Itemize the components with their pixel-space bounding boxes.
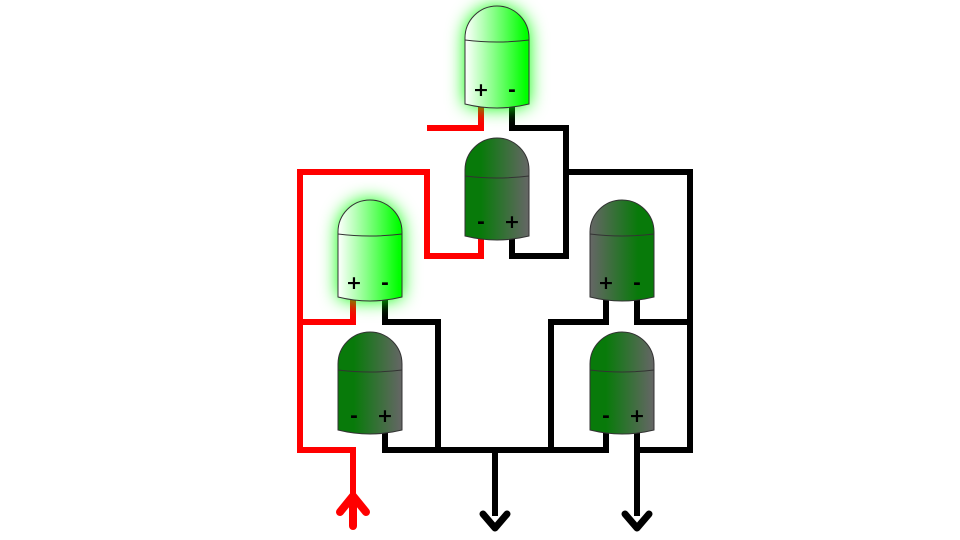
led-right-lower: -+ — [589, 331, 655, 435]
wire-top-branch — [427, 104, 484, 131]
led-body — [464, 137, 530, 241]
led-lens-line — [589, 369, 655, 373]
wire-right-lower-plus — [634, 322, 693, 453]
ground-arrow-right — [621, 510, 653, 532]
ground-arrow-center — [479, 510, 511, 532]
led-lens-line — [337, 233, 403, 237]
led-body — [589, 331, 655, 435]
plus-label: + — [346, 272, 362, 294]
led-right-upper: +- — [589, 199, 655, 302]
led-left-inverted: -+ — [337, 331, 403, 435]
led-left-lit: +- — [337, 199, 403, 302]
wire-bottom-bus — [382, 420, 609, 453]
minus-label: - — [477, 211, 485, 233]
wire-left-branch — [300, 294, 356, 325]
leds: +-+--+-++--+ — [337, 5, 655, 435]
wire-top-led-minus — [509, 100, 569, 259]
led-top-inverted: -+ — [464, 137, 530, 241]
positive-input-arrow — [336, 492, 370, 530]
led-body — [337, 331, 403, 435]
plus-label: + — [629, 405, 645, 427]
wire-positive-main — [297, 169, 484, 500]
led-top-lit: +- — [464, 5, 530, 109]
positive-wiring — [297, 104, 484, 500]
minus-label: - — [602, 405, 610, 427]
plus-label: + — [598, 272, 614, 294]
plus-label: + — [504, 211, 520, 233]
plus-label: + — [473, 79, 489, 101]
plus-label: + — [377, 405, 393, 427]
led-lens-line — [464, 175, 530, 179]
negative-wiring — [382, 100, 693, 516]
led-lens-line — [464, 39, 530, 43]
led-body — [589, 199, 655, 302]
wire-middle-branch — [548, 292, 609, 450]
led-lens-line — [589, 233, 655, 237]
wire-left-led-minus — [382, 292, 441, 450]
led-lens-line — [337, 369, 403, 373]
minus-label: - — [350, 405, 358, 427]
minus-label: - — [381, 272, 389, 294]
led-body — [464, 5, 530, 109]
minus-label: - — [508, 79, 516, 101]
minus-label: - — [633, 272, 641, 294]
led-body — [337, 199, 403, 302]
terminal-arrows — [336, 492, 653, 532]
